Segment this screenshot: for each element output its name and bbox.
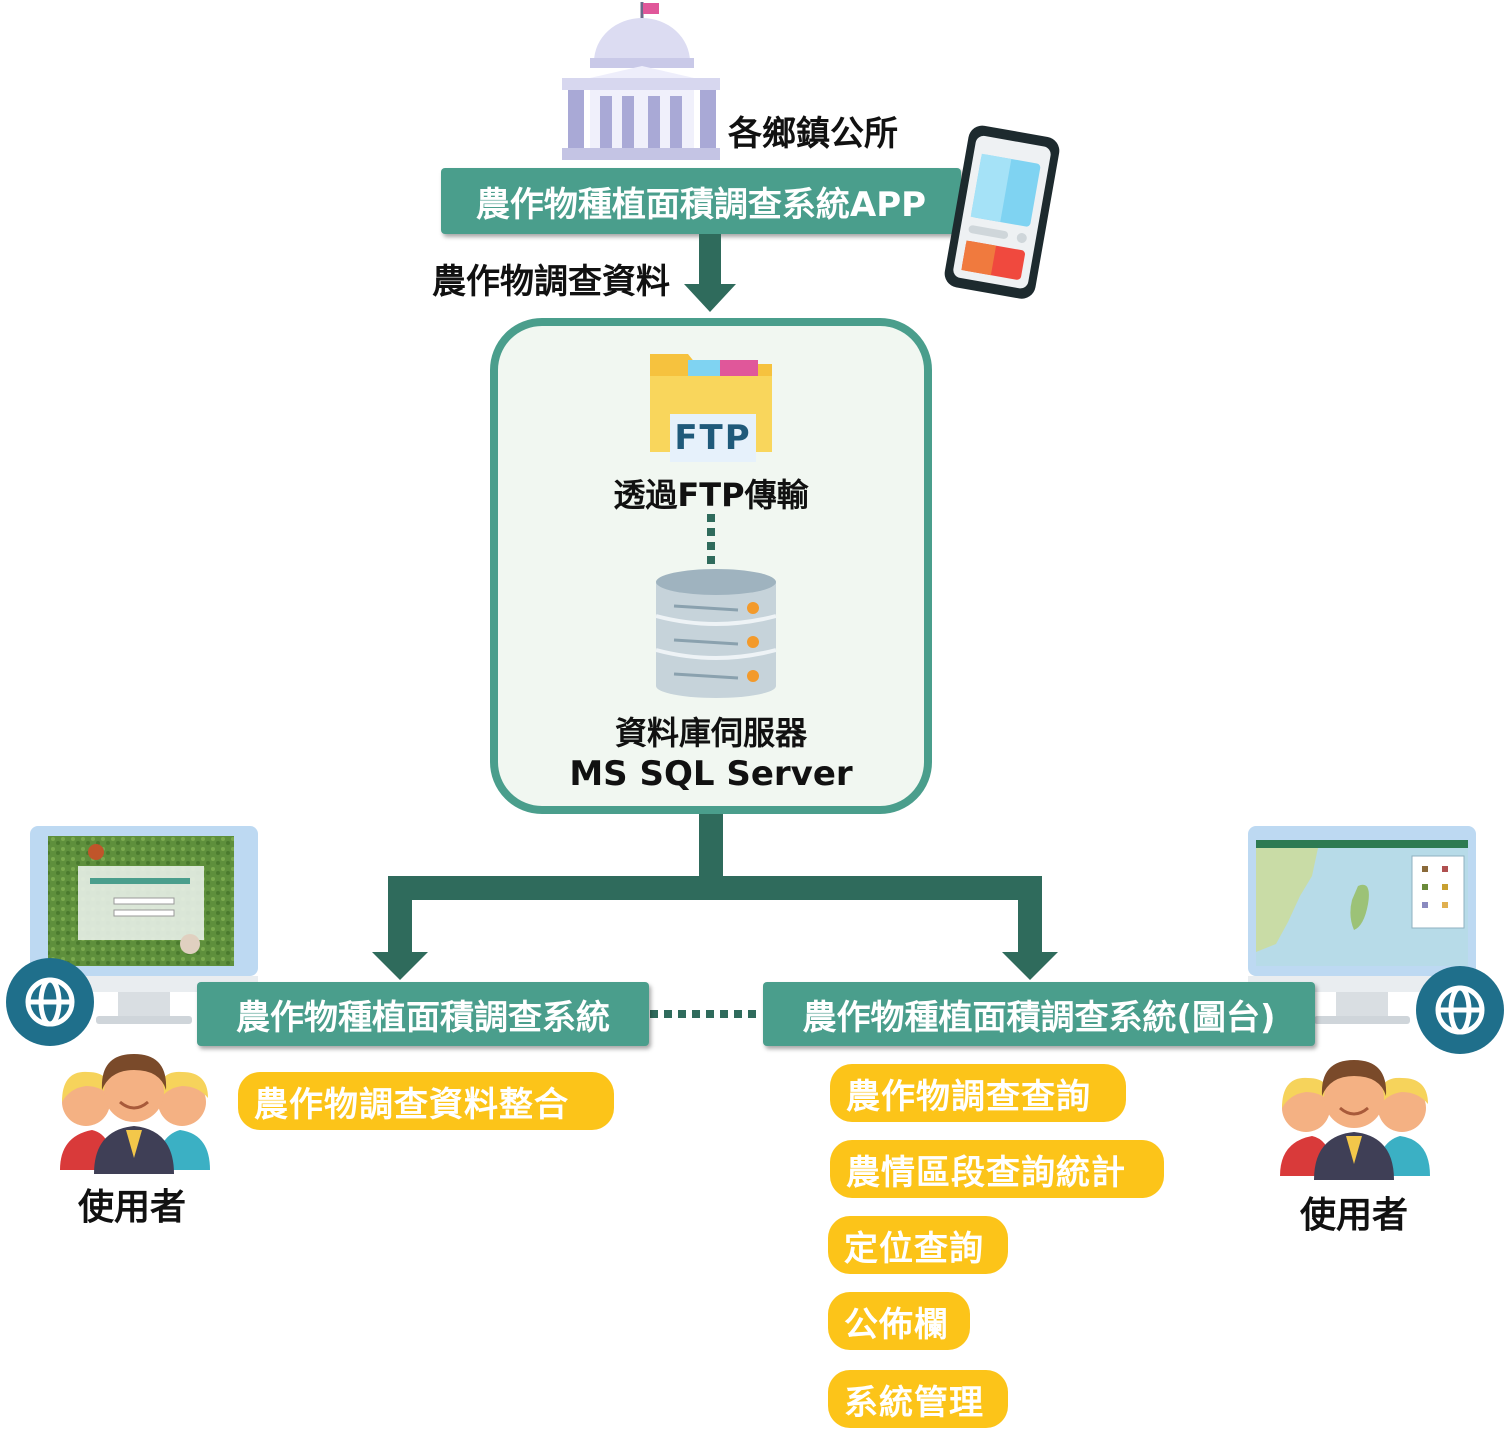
flow-label: 農作物調查資料	[432, 262, 670, 302]
government-building-icon	[562, 2, 720, 160]
db-name: MS SQL Server	[569, 754, 853, 794]
right-feature-pill-admin: 系統管理	[828, 1370, 1008, 1428]
database-icon	[655, 569, 777, 698]
right-monitor-icon	[1248, 826, 1476, 1024]
left-feature-pill: 農作物調查資料整合	[238, 1072, 614, 1130]
ftp-label: 透過FTP傳輸	[613, 476, 809, 514]
office-label: 各鄉鎮公所	[728, 114, 898, 154]
right-feature-pill-location: 定位查詢	[828, 1216, 1008, 1274]
right-system-box: 農作物種植面積調查系統(圖台)	[763, 982, 1315, 1046]
right-users-label: 使用者	[1300, 1195, 1409, 1236]
left-users-icon	[60, 1054, 210, 1174]
ftp-badge: FTP	[670, 414, 756, 462]
ftp-badge-text: FTP	[674, 418, 752, 458]
smartphone-icon	[944, 125, 1060, 299]
left-system-box: 農作物種植面積調查系統	[197, 982, 649, 1046]
left-globe-icon	[6, 958, 94, 1046]
right-feature-pill-stats: 農情區段查詢統計	[830, 1140, 1164, 1198]
right-feature-pill-query: 農作物調查查詢	[830, 1064, 1126, 1122]
left-users-label: 使用者	[78, 1187, 187, 1228]
right-globe-icon	[1416, 966, 1504, 1054]
left-monitor-icon	[30, 826, 258, 1024]
right-feature-pill-bulletin: 公佈欄	[828, 1292, 970, 1350]
right-users-icon	[1280, 1060, 1430, 1180]
db-label: 資料庫伺服器	[614, 714, 807, 752]
app-system-box: 農作物種植面積調查系統APP	[441, 168, 961, 234]
